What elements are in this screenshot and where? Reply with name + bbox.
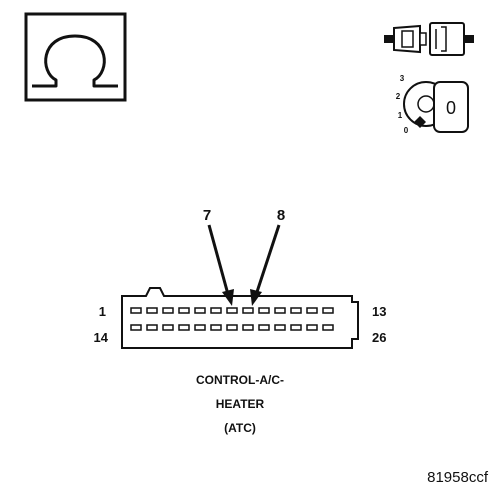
row-label-top-left: 1 [99, 304, 106, 319]
pin-cavity-13 [322, 307, 334, 314]
pin-cavity-1 [130, 307, 142, 314]
ignition-pos-2: 2 [396, 92, 401, 101]
ohmmeter-icon [24, 12, 127, 102]
pin-cavity-16 [162, 324, 174, 331]
pin-cavity-22 [258, 324, 270, 331]
pin-cavity-23 [274, 324, 286, 331]
pin-cavity-5 [194, 307, 206, 314]
ignition-pos-1: 1 [398, 111, 403, 120]
row-label-top-right: 13 [372, 304, 386, 319]
callout-label-7: 7 [203, 207, 211, 224]
callout-label-8: 8 [277, 207, 285, 224]
pin-cavity-21 [242, 324, 254, 331]
pin-cavity-24 [290, 324, 302, 331]
connector-title-line-1: CONTROL-A/C- [196, 373, 284, 387]
pin-cavity-19 [210, 324, 222, 331]
figure-id: 81958ccf [427, 469, 489, 486]
pin-cavity-26 [322, 324, 334, 331]
pin-cavity-9 [258, 307, 270, 314]
pin-cavity-10 [274, 307, 286, 314]
ignition-pos-0: 0 [404, 126, 409, 135]
connector-title-line-3: (ATC) [224, 421, 256, 435]
pin-cavity-18 [194, 324, 206, 331]
pin-cavity-2 [146, 307, 158, 314]
ignition-pos-3: 3 [400, 74, 405, 83]
pin-cavity-7 [226, 307, 238, 314]
disconnected-connector-icon [384, 22, 474, 56]
pin-cavity-4 [178, 307, 190, 314]
row-label-bottom-left: 14 [94, 330, 109, 345]
pin-cavity-11 [290, 307, 302, 314]
pin-cavity-3 [162, 307, 174, 314]
connector-title-line-2: HEATER [216, 397, 265, 411]
pin-cavity-6 [210, 307, 222, 314]
ignition-off-icon: 3 2 1 0 0 [396, 74, 469, 135]
callout-arrow-7 [207, 224, 234, 306]
ignition-key-label: 0 [446, 98, 456, 118]
connector-body [121, 287, 359, 349]
pin-cavity-25 [306, 324, 318, 331]
pin-cavity-17 [178, 324, 190, 331]
pin-cavity-12 [306, 307, 318, 314]
pin-cavity-8 [242, 307, 254, 314]
pin-row-top [130, 307, 334, 314]
callout-arrow-8 [250, 224, 281, 306]
pin-cavity-15 [146, 324, 158, 331]
row-label-bottom-right: 26 [372, 330, 386, 345]
pin-cavity-14 [130, 324, 142, 331]
pin-cavity-20 [226, 324, 238, 331]
pin-row-bottom [130, 324, 334, 331]
